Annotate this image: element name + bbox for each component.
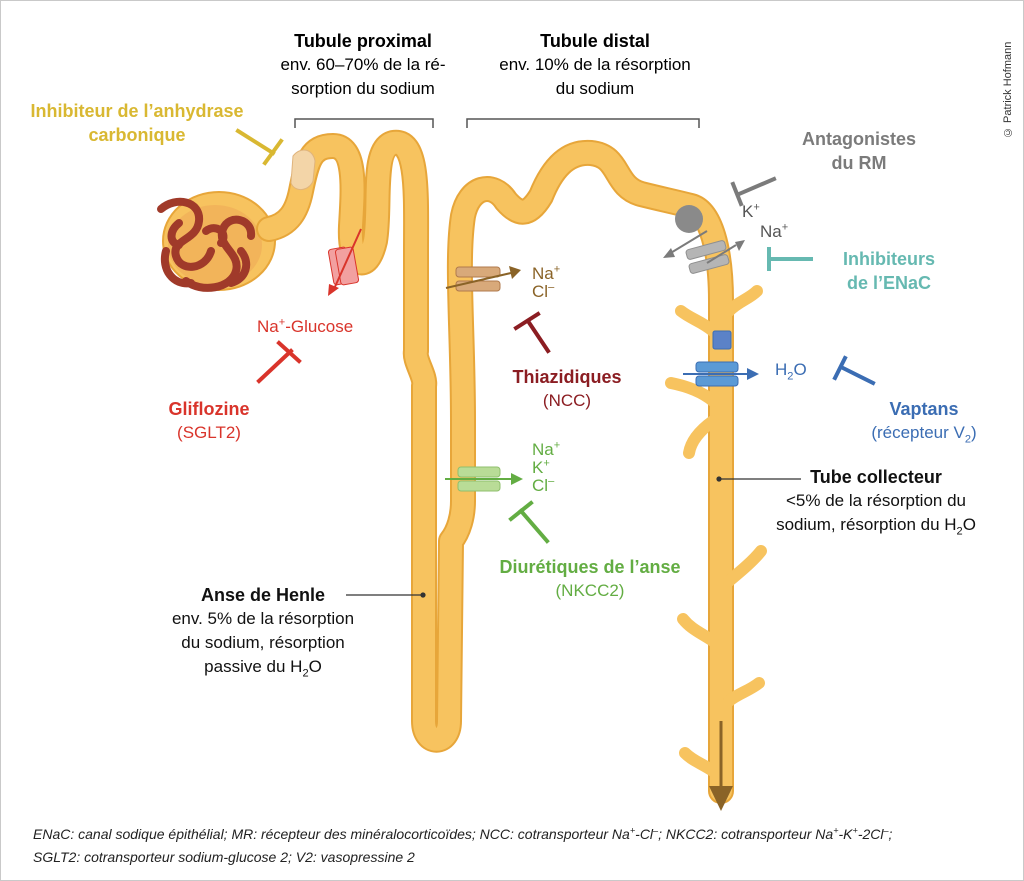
vaptan-inhibitor-symbol (832, 355, 876, 386)
aquaporin-channel (683, 361, 759, 387)
thiazide-label: Thiazidiques (NCC) (499, 365, 635, 413)
distal-line1: env. 10% de la résorption (499, 55, 691, 74)
mr-line2: du RM (831, 153, 887, 173)
segment-brackets (294, 118, 700, 128)
v2-receptor (712, 330, 732, 350)
carbonic-line2: carbonique (88, 125, 186, 145)
enac-inhibitors-label: Inhibiteurs de l’ENaC (831, 247, 947, 295)
henle-line2: du sodium, résorption (181, 633, 345, 652)
vaptan-label: Vaptans (récepteur V2) (853, 397, 995, 445)
enac-k-label: K+ (742, 201, 760, 221)
enac-inhibitor-symbol (767, 247, 813, 271)
collector-title: Tube collecteur (810, 467, 942, 487)
sglt2-inhibitor-symbol (256, 340, 302, 384)
loop-diuretics-label: Diurétiques de l’anse (NKCC2) (487, 555, 693, 603)
thiazide-inhibitor-symbol (513, 311, 551, 354)
proximal-line2: sorption du sodium (291, 79, 435, 98)
legend-line1: ENaC: canal sodique épithélial; MR: réce… (33, 825, 893, 842)
nkcc-ions-label: Na+ K+ Cl– (532, 439, 561, 495)
h2o-label: H2O (775, 360, 807, 383)
carbonic-anhydrase-site (290, 149, 316, 190)
loop-inhibitor-symbol (508, 500, 550, 544)
mineralocorticoid-receptor (675, 205, 703, 233)
sglt2-transporter (327, 228, 362, 296)
mr-line1: Antagonistes (801, 129, 916, 149)
carbonic-inhibitor-symbol (235, 128, 284, 166)
enac-line2: de l’ENaC (846, 273, 932, 293)
distal-title: Tubule distal (540, 31, 650, 51)
ncc-ions-label: Na+ Cl– (532, 263, 561, 301)
distal-line2: du sodium (555, 79, 635, 98)
proximal-header: Tubule proximal env. 60–70% de la ré- so… (263, 29, 463, 101)
carbonic-anhydrase-label: Inhibiteur de l’anhydrase carbonique (21, 99, 253, 147)
ncc-transporter (445, 266, 521, 292)
copyright-notice: © Patrick Hofmann (1002, 41, 1014, 138)
loop-target: (NKCC2) (555, 581, 625, 600)
mr-antagonist-symbol (730, 176, 777, 207)
outflow-arrow (709, 721, 733, 811)
thiazide-name: Thiazidiques (512, 367, 622, 387)
proximal-line1: env. 60–70% de la ré- (280, 55, 446, 74)
vaptan-name: Vaptans (889, 399, 959, 419)
leader-lines (346, 476, 801, 598)
collector-line2: sodium, résorption du H2O (776, 515, 976, 538)
distal-header: Tubule distal env. 10% de la résorption … (481, 29, 709, 101)
legend-line2: SGLT2: cotransporteur sodium-glucose 2; … (33, 849, 415, 865)
henle-title: Anse de Henle (200, 585, 326, 605)
gliflozine-label: Gliflozine (SGLT2) (143, 397, 275, 445)
henle-line3: passive du H2O (204, 657, 322, 680)
collector-line1: <5% de la résorption du (785, 491, 967, 510)
nkcc2-transporter (445, 466, 523, 492)
vaptan-target: (récepteur V2) (871, 423, 977, 446)
thiazide-target: (NCC) (542, 391, 592, 410)
enac-na-label: Na+ (760, 221, 789, 241)
gliflozine-target: (SGLT2) (177, 423, 241, 442)
na-glucose-label: Na+-Glucose (257, 316, 354, 336)
carbonic-line1: Inhibiteur de l’anhydrase (30, 101, 244, 121)
collector-label: Tube collecteur <5% de la résorption du … (761, 465, 991, 537)
tubule (256, 129, 767, 804)
proximal-title: Tubule proximal (294, 31, 432, 51)
mr-antagonists-label: Antagonistes du RM (791, 127, 927, 175)
enac-channel (663, 230, 745, 274)
gliflozine-name: Gliflozine (168, 399, 250, 419)
glomerulus (157, 197, 255, 292)
henle-label: Anse de Henle env. 5% de la résorption d… (151, 583, 375, 679)
loop-name: Diurétiques de l’anse (499, 557, 681, 577)
abbreviation-legend: ENaC: canal sodique épithélial; MR: réce… (33, 823, 993, 869)
enac-line1: Inhibiteurs (842, 249, 935, 269)
henle-line1: env. 5% de la résorption (171, 609, 355, 628)
